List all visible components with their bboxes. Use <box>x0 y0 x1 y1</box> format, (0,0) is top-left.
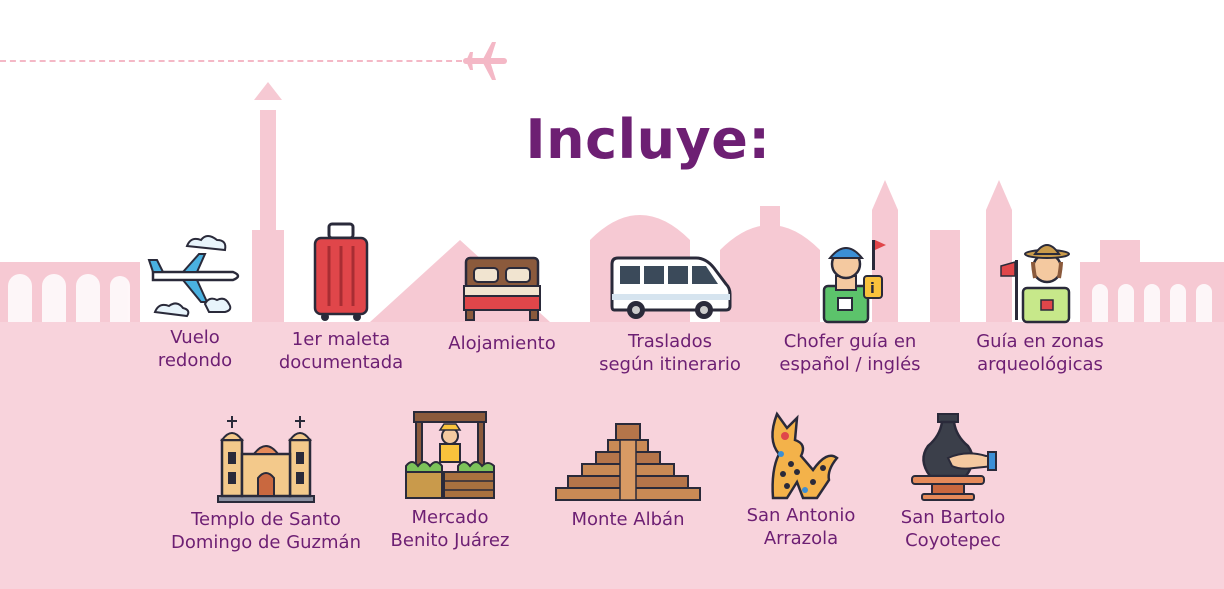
item-label: Monte Albán <box>571 509 685 530</box>
item-chofer-guia: i Chofer guía en español / inglés <box>770 236 930 376</box>
driver-guide-icon: i <box>822 240 886 324</box>
item-san-bartolo: San Bartolo Coyotepec <box>888 412 1018 552</box>
pyramid-icon <box>555 423 701 501</box>
item-mercado: Mercado Benito Juárez <box>380 410 520 552</box>
svg-text:i: i <box>870 281 875 297</box>
item-label: Guía en zonas arqueológicas <box>976 331 1104 375</box>
airplane-clouds-icon <box>147 235 240 318</box>
suitcase-icon <box>313 222 369 321</box>
page-title: Incluye: <box>525 108 771 171</box>
item-templo: Templo de Santo Domingo de Guzmán <box>156 412 376 554</box>
alebrije-icon <box>771 411 839 500</box>
item-monte-alban: Monte Albán <box>548 420 708 531</box>
item-maleta: 1er maleta documentada <box>265 222 417 374</box>
item-label: Alojamiento <box>448 333 556 354</box>
item-vuelo-redondo: Vuelo redondo <box>130 232 260 372</box>
item-san-antonio: San Antonio Arrazola <box>736 410 866 550</box>
item-label: Traslados según itinerario <box>599 331 741 375</box>
item-label: San Bartolo Coyotepec <box>900 507 1006 551</box>
item-traslados: Traslados según itinerario <box>590 254 750 376</box>
airplane-icon <box>463 42 507 80</box>
item-label: Templo de Santo Domingo de Guzmán <box>171 509 361 553</box>
item-label: Chofer guía en español / inglés <box>779 331 921 375</box>
van-icon <box>610 256 732 319</box>
church-icon <box>217 416 315 503</box>
flight-path-dashes <box>0 60 462 62</box>
pottery-icon <box>911 413 997 501</box>
item-alojamiento: Alojamiento <box>432 254 572 355</box>
item-label: Mercado Benito Juárez <box>390 507 510 551</box>
market-stall-icon <box>405 411 495 499</box>
item-label: San Antonio Arrazola <box>746 505 856 549</box>
item-label: Vuelo redondo <box>157 327 233 371</box>
item-guia-arqueologica: Guía en zonas arqueológicas <box>960 236 1120 376</box>
archaeology-guide-icon <box>1000 244 1071 324</box>
bed-icon <box>463 256 541 321</box>
item-label: 1er maleta documentada <box>278 329 404 373</box>
